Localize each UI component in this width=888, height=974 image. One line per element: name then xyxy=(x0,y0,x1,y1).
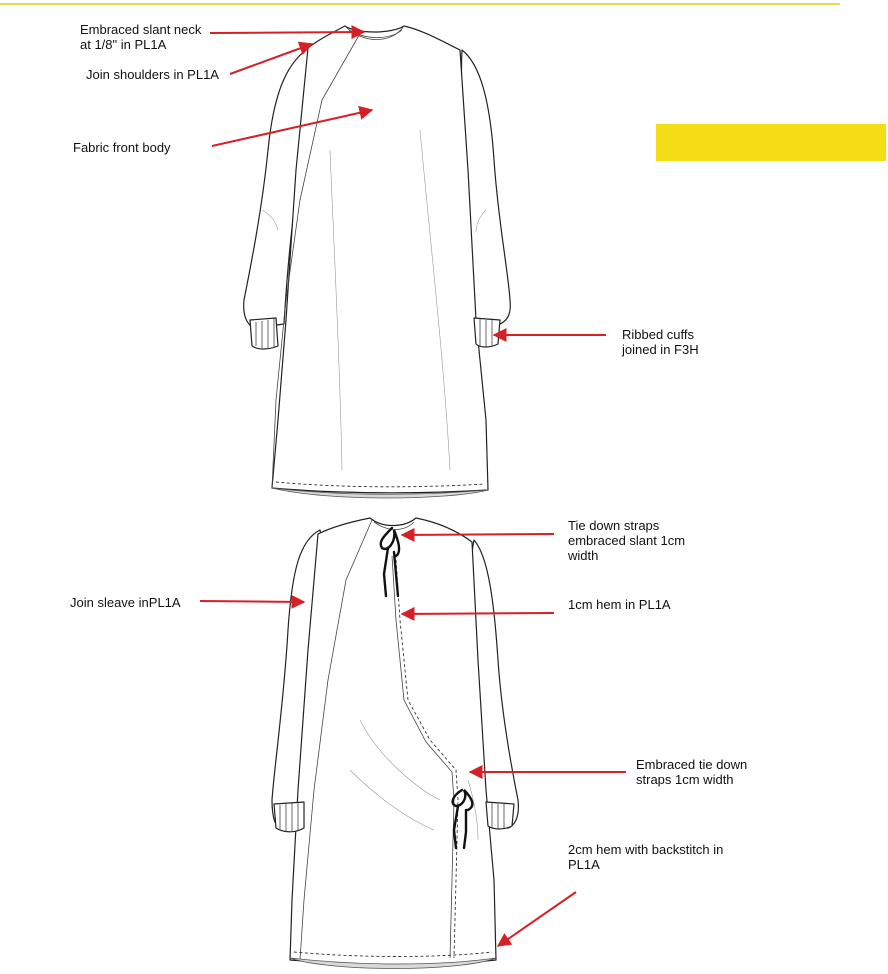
arrow-front-body xyxy=(211,105,374,147)
front-slant-edge xyxy=(271,29,363,489)
back-left-cuff xyxy=(273,801,305,833)
arrow-shoulders xyxy=(229,41,314,75)
label-slant-neck: Embraced slant neck at 1/8" in PL1A xyxy=(80,22,202,52)
arrow-tie-straps xyxy=(400,527,555,542)
arrow-join-sleeve xyxy=(199,594,306,609)
highlight-bar xyxy=(656,124,886,161)
back-neckband xyxy=(373,521,415,530)
label-join-shoulders: Join shoulders in PL1A xyxy=(86,67,219,82)
front-body xyxy=(271,25,489,494)
back-gown-illustration xyxy=(271,517,519,969)
front-hem xyxy=(271,487,489,499)
back-body xyxy=(289,517,497,966)
arrow-1cm-hem xyxy=(400,606,555,621)
back-hem xyxy=(289,957,497,969)
label-2cm-hem: 2cm hem with backstitch in PL1A xyxy=(568,842,724,872)
label-join-sleeve: Join sleave inPL1A xyxy=(70,595,181,610)
label-ribbed-cuffs: Ribbed cuffs joined in F3H xyxy=(622,327,699,357)
front-gown-illustration xyxy=(243,25,511,499)
neck-tie-strap xyxy=(379,526,401,558)
label-embraced-tie-straps: Embraced tie down straps 1cm width xyxy=(636,757,748,787)
waist-tie-strap xyxy=(451,788,474,812)
top-rule xyxy=(0,3,840,5)
callout-arrows xyxy=(199,25,626,947)
arrow-2cm-hem xyxy=(496,891,577,947)
label-1cm-hem: 1cm hem in PL1A xyxy=(568,597,671,612)
front-left-cuff xyxy=(249,317,279,350)
arrow-neck xyxy=(209,25,366,40)
back-right-cuff xyxy=(485,801,515,830)
back-center-hem xyxy=(395,559,459,959)
label-tie-down-straps: Tie down straps embraced slant 1cm width xyxy=(568,518,686,563)
front-right-cuff xyxy=(473,317,501,348)
back-overlap-edge xyxy=(299,519,373,961)
label-fabric-front-body: Fabric front body xyxy=(73,140,171,155)
